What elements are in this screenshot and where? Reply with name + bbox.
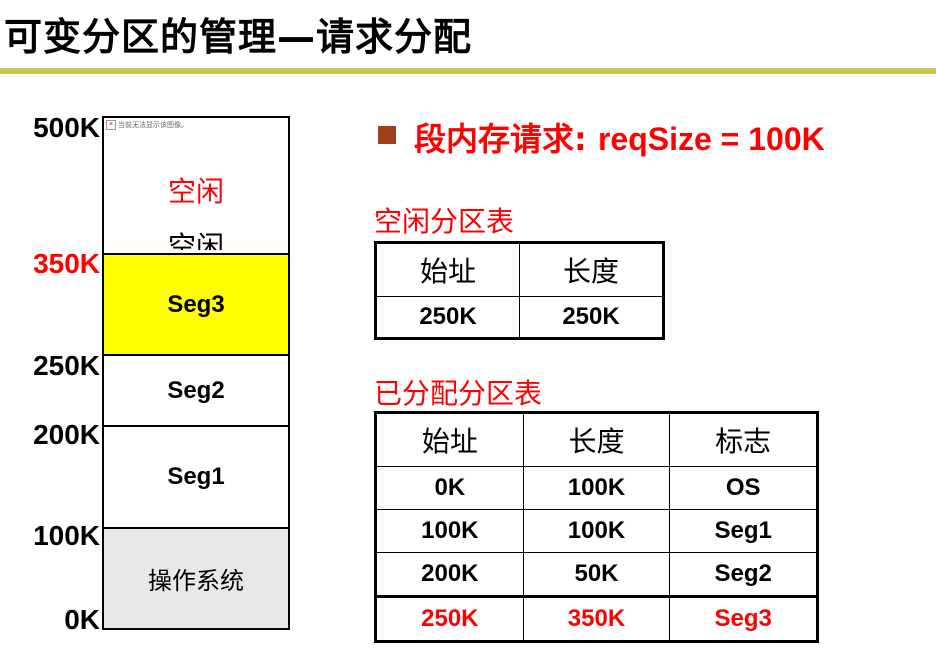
title-divider (0, 68, 936, 74)
table-row: 0K 100K OS (375, 466, 818, 510)
free-table-caption: 空闲分区表 (374, 205, 515, 238)
broken-image-icon: × (106, 120, 116, 130)
request-size: reqSize = 100K (597, 121, 825, 157)
table-cell: 250K (519, 296, 664, 339)
table-cell: OS (669, 466, 818, 510)
address-label-0k: 0K (64, 604, 100, 635)
table-cell: 100K (522, 466, 671, 510)
free-label-overlapped: 空闲 (168, 230, 225, 250)
square-bullet-icon (378, 126, 396, 144)
table-cell: 250K (375, 596, 524, 642)
seg3-block: Seg3 (104, 253, 288, 356)
broken-image-placeholder: × 当前无法显示该图像。 (106, 120, 188, 130)
table-cell: 250K (375, 296, 520, 339)
table-cell: 100K (522, 509, 671, 553)
header-cell: 始址 (375, 242, 520, 297)
table-cell: Seg1 (669, 509, 818, 553)
table-header-row: 始址 长度 标志 (375, 412, 818, 467)
header-cell: 长度 (522, 412, 671, 467)
page-title: 可变分区的管理—请求分配 (4, 15, 473, 59)
os-block: 操作系统 (104, 529, 288, 628)
address-label-100k: 100K (33, 520, 100, 551)
table-cell: 350K (522, 596, 671, 642)
address-label-250k: 250K (33, 350, 100, 381)
table-row: 250K 250K (375, 296, 664, 339)
table-cell: 50K (522, 552, 671, 597)
address-label-350k: 350K (33, 248, 100, 279)
table-row-highlighted: 250K 350K Seg3 (375, 596, 818, 642)
seg1-block: Seg1 (104, 427, 288, 529)
table-cell: 200K (375, 552, 524, 597)
address-label-500k: 500K (33, 112, 100, 143)
seg2-block: Seg2 (104, 356, 288, 427)
free-block: × 当前无法显示该图像。 空闲 空闲 (104, 118, 288, 253)
address-label-200k: 200K (33, 419, 100, 450)
table-cell: 0K (375, 466, 524, 510)
free-partition-table: 始址 长度 250K 250K (374, 241, 665, 340)
allocated-partition-table: 始址 长度 标志 0K 100K OS 100K 100K Seg1 200K … (374, 411, 819, 643)
request-label: 段内存请求: (414, 120, 587, 158)
free-label: 空闲 (168, 175, 225, 208)
header-cell: 长度 (519, 242, 664, 297)
table-cell: Seg2 (669, 552, 818, 597)
table-row: 200K 50K Seg2 (375, 552, 818, 597)
table-row: 100K 100K Seg1 (375, 509, 818, 553)
alloc-table-caption: 已分配分区表 (374, 377, 543, 410)
header-cell: 始址 (375, 412, 524, 467)
request-line: 段内存请求: reqSize = 100K (414, 114, 825, 160)
table-cell: 100K (375, 509, 524, 553)
header-cell: 标志 (669, 412, 818, 467)
table-cell: Seg3 (669, 596, 818, 642)
table-header-row: 始址 长度 (375, 242, 664, 297)
memory-diagram: × 当前无法显示该图像。 空闲 空闲 Seg3 Seg2 Seg1 操作系统 (102, 116, 290, 630)
broken-image-text: 当前无法显示该图像。 (118, 122, 188, 129)
